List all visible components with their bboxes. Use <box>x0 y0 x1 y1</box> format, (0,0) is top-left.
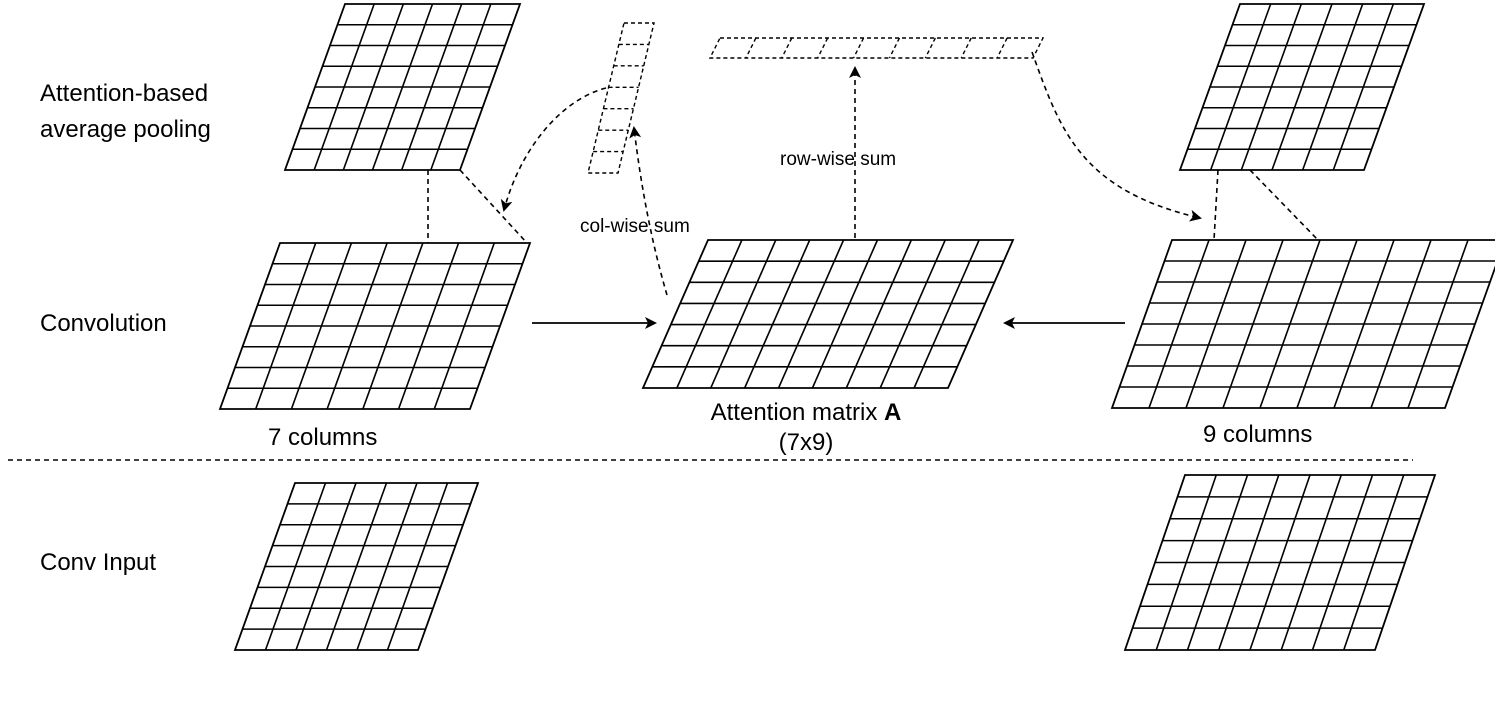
attn-col-line <box>811 239 879 389</box>
attn-col-line <box>743 239 811 389</box>
right-convolution-grid <box>1110 239 1495 409</box>
row-sum-col-line <box>960 37 972 59</box>
row-sum-to-right-arrow <box>1031 51 1202 222</box>
left-convolution-grid <box>218 242 532 410</box>
convolution-label: Convolution <box>40 310 167 337</box>
right-pool-connector-diagonal <box>1249 169 1319 241</box>
row-sum-col-line <box>817 37 829 59</box>
left-columns-label: 7 columns <box>268 424 377 451</box>
attn-outline <box>641 239 1015 389</box>
attn-col-line <box>777 239 845 389</box>
attn-col-line <box>710 239 777 389</box>
pooling-label-line2: average pooling <box>40 116 211 143</box>
col-sum-arrow <box>629 126 668 296</box>
attn-col-line <box>676 239 743 389</box>
attn-col-line <box>845 239 913 389</box>
row-sum-col-line <box>996 37 1008 59</box>
row-sum-col-line <box>852 37 865 59</box>
attention-matrix-label-text: Attention matrix <box>711 399 884 426</box>
row-wise-sum-vector <box>708 37 1045 59</box>
row-sum-col-line <box>888 37 901 59</box>
attn-col-line <box>879 239 946 389</box>
right-pool-connector-vertical <box>1213 169 1219 241</box>
conv-input-label: Conv Input <box>40 549 156 576</box>
right-pooled-grid <box>1178 3 1426 171</box>
attention-matrix-label: Attention matrix A <box>711 399 902 426</box>
pooling-label-line1: Attention-based <box>40 80 208 107</box>
col-wise-sum-label: col-wise sum <box>580 216 690 237</box>
left-conv-input-grid <box>233 482 480 651</box>
right-conv-input-grid <box>1123 474 1437 651</box>
col-sum-outline <box>587 22 655 174</box>
row-sum-col-line <box>781 37 793 59</box>
row-sum-col-line <box>924 37 936 59</box>
attention-matrix-grid <box>641 239 1015 389</box>
row-sum-outline <box>708 37 1045 59</box>
col-sum-to-left-arrow <box>500 87 607 212</box>
attn-col-line <box>913 239 980 389</box>
col-wise-sum-vector <box>587 22 655 174</box>
attention-matrix-dims: (7x9) <box>779 429 834 456</box>
row-sum-col-line <box>745 37 757 59</box>
row-wise-sum-label: row-wise sum <box>780 149 896 170</box>
left-pool-connector-diagonal <box>459 169 528 244</box>
right-columns-label: 9 columns <box>1203 421 1312 448</box>
left-pooled-grid <box>283 3 522 171</box>
attention-matrix-symbol: A <box>884 399 901 426</box>
